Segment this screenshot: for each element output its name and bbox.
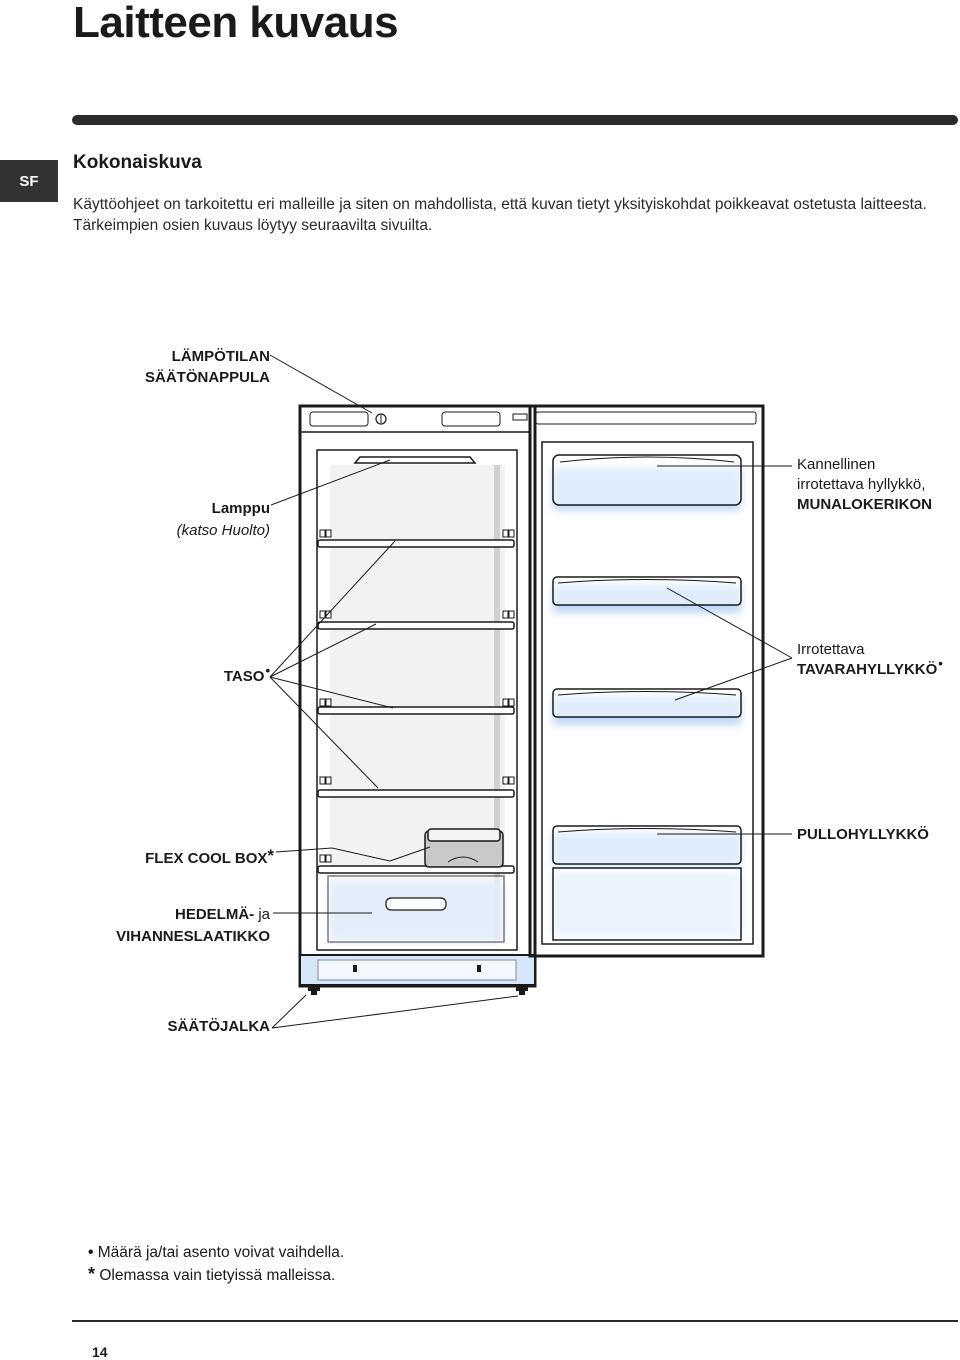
label-egg-compartment: Kannellinen irrotettava hyllykkö, MUNALO… <box>797 455 932 515</box>
label-feet-text: SÄÄTÖJALKA <box>167 1018 270 1035</box>
title-divider <box>72 115 958 125</box>
footer-divider <box>72 1320 958 1322</box>
adjustable-feet <box>308 986 528 995</box>
crisper-drawer <box>327 875 505 943</box>
label-egg-line2: irrotettava hyllykkö, <box>797 476 926 493</box>
base-plinth <box>299 954 536 986</box>
lamp <box>353 456 477 464</box>
door-shelf <box>552 688 742 718</box>
label-bottle-shelf: PULLOHYLLYKKÖ <box>797 825 929 845</box>
glass-shelf <box>317 789 515 798</box>
page-title: Laitteen kuvaus <box>73 0 399 47</box>
label-feet: SÄÄTÖJALKA <box>167 1017 270 1037</box>
flex-cool-box <box>424 828 504 868</box>
leader-lines <box>269 354 793 1029</box>
label-door-shelf-line1: Irrotettava <box>797 641 865 658</box>
bottle-shelf <box>552 825 742 865</box>
label-crisper: HEDELMÄ- ja VIHANNESLAATIKKO <box>116 904 270 948</box>
egg-compartment <box>552 454 742 506</box>
asterisk-mark: * <box>267 846 274 865</box>
glass-shelf <box>317 621 515 630</box>
label-lamp: Lamppu (katso Huolto) <box>177 498 270 542</box>
bullet-mark: • <box>938 656 943 671</box>
label-shelf-text: TASO <box>223 668 265 685</box>
label-crisper-rest: ja <box>254 906 270 923</box>
label-egg-line1: Kannellinen <box>797 456 876 473</box>
label-door-shelf-line2: TAVARAHYLLYKKÖ <box>797 661 938 678</box>
glass-shelf <box>317 706 515 715</box>
label-crisper-line2: VIHANNESLAATIKKO <box>116 928 270 945</box>
label-flex-cool-box: FLEX COOL BOX* <box>145 846 274 869</box>
label-bottle-shelf-text: PULLOHYLLYKKÖ <box>797 826 929 843</box>
glass-shelves <box>317 539 515 874</box>
footnote-asterisk-mark: * <box>88 1264 96 1284</box>
glass-shelf <box>317 539 515 548</box>
section-title: Kokonaiskuva <box>73 152 202 173</box>
door-shelves <box>552 454 742 941</box>
footnote-bullet-mark: • <box>88 1244 94 1261</box>
label-door-shelf: Irrotettava TAVARAHYLLYKKÖ• <box>797 640 943 680</box>
shelf-pins <box>319 529 515 863</box>
door-shelf <box>552 576 742 606</box>
language-tab: SF <box>0 160 58 202</box>
page-number: 14 <box>92 1344 108 1360</box>
fridge-door <box>528 404 765 958</box>
intro-paragraph: Käyttöohjeet on tarkoitettu eri malleill… <box>73 196 927 234</box>
label-thermostat-line2: SÄÄTÖNAPPULA <box>144 369 270 386</box>
label-thermostat: LÄMPÖTILAN SÄÄTÖNAPPULA <box>145 346 270 388</box>
footnote-asterisk: * Olemassa vain tietyissä malleissa. <box>88 1264 335 1286</box>
label-lamp-line1: Lamppu <box>211 500 270 517</box>
footnote-bullet-text: Määrä ja/tai asento voivat vaihdella. <box>97 1244 345 1261</box>
label-egg-line3: MUNALOKERIKON <box>797 496 932 513</box>
label-crisper-bold: HEDELMÄ- <box>174 906 255 923</box>
footnote-bullet: • Määrä ja/tai asento voivat vaihdella. <box>88 1243 344 1263</box>
label-lamp-line2: (katso Huolto) <box>176 522 270 539</box>
footnote-asterisk-text: Olemassa vain tietyissä malleissa. <box>99 1267 336 1284</box>
bullet-mark: • <box>265 663 270 678</box>
thermostat-knob <box>375 413 387 425</box>
label-shelf: TASO• <box>223 663 270 687</box>
label-flex-cool-box-text: FLEX COOL BOX <box>145 850 268 867</box>
label-thermostat-line1: LÄMPÖTILAN <box>171 348 270 365</box>
